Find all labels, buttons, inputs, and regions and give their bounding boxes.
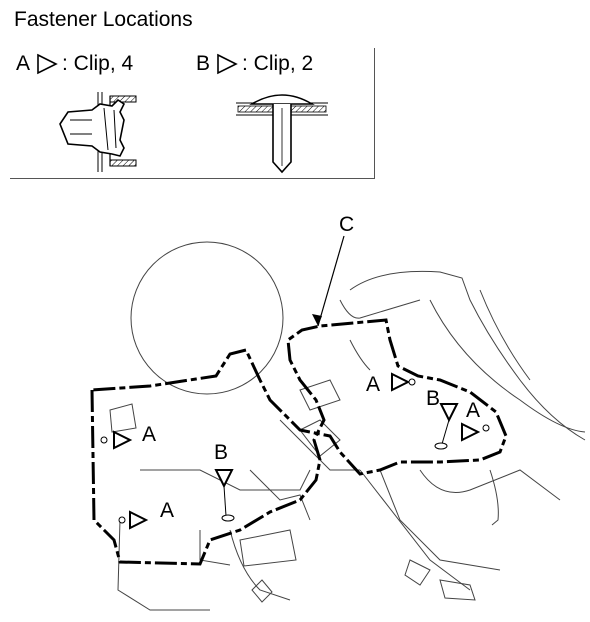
- diagram-title: Fastener Locations: [14, 8, 193, 31]
- legend-item-clip-a: A : Clip, 4: [16, 52, 133, 76]
- legend-text-b: : Clip, 2: [242, 52, 314, 75]
- triangle-marker-icon: [217, 53, 238, 75]
- clip-a-illustration: [59, 92, 137, 172]
- console-panel-outline: [90, 318, 508, 566]
- callout-label-a-1: A: [142, 423, 157, 446]
- callout-label-b-2: B: [426, 387, 441, 410]
- legend-item-clip-b: B : Clip, 2: [196, 52, 313, 76]
- callout-label-c: C: [339, 213, 355, 236]
- callout-label-a-2: A: [160, 499, 175, 522]
- triangle-marker-icon: [37, 53, 58, 75]
- clip-b-illustration: [236, 94, 328, 174]
- fastener-legend: A : Clip, 4 B : Clip, 2: [10, 48, 375, 179]
- fastener-markers: [100, 373, 490, 529]
- callout-label-a-3: A: [366, 373, 381, 396]
- vehicle-interior-outline: [109, 241, 586, 611]
- legend-letter-a: A: [16, 52, 31, 75]
- callout-label-a-4: A: [466, 399, 481, 422]
- legend-letter-b: B: [196, 52, 211, 75]
- callout-c-leader: [312, 235, 345, 327]
- legend-text-a: : Clip, 4: [62, 52, 134, 75]
- callout-label-b-1: B: [214, 441, 229, 464]
